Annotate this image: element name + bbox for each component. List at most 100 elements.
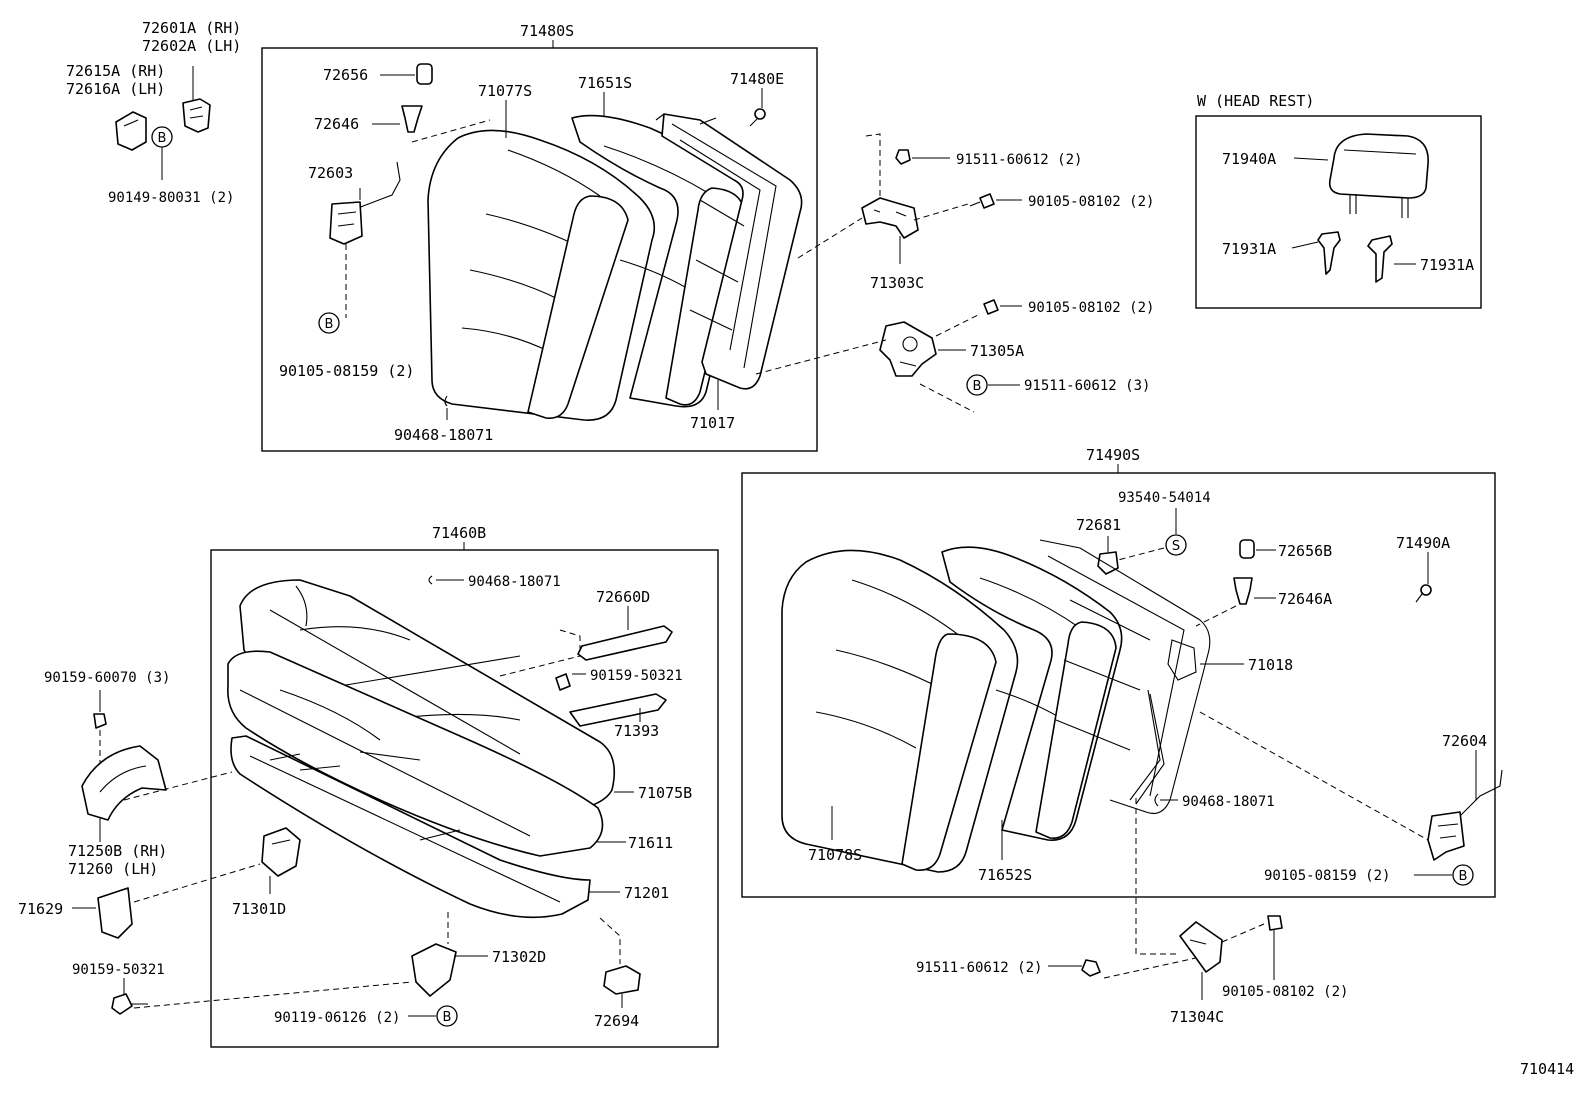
label-71931a-left: 71931A xyxy=(1222,240,1276,258)
clip-90468-b xyxy=(1154,793,1159,807)
bolt-90159-60070 xyxy=(93,713,107,729)
clip-72694 xyxy=(603,965,641,995)
bezel-72646a xyxy=(1233,577,1253,605)
label-71480e: 71480E xyxy=(730,70,784,88)
label-71077s: 71077S xyxy=(478,82,532,100)
bolt-90159-a xyxy=(555,673,571,691)
callout-b-2: B xyxy=(325,317,334,332)
label-90468-c: 90468-18071 xyxy=(468,574,561,590)
label-90159-50321-a: 90159-50321 xyxy=(590,668,683,684)
seatback-frame-71018 xyxy=(1039,539,1211,815)
label-90468-b: 90468-18071 xyxy=(1182,794,1275,810)
knob-72681 xyxy=(1097,551,1119,575)
label-93540: 93540-54014 xyxy=(1118,490,1211,506)
hook-71393 xyxy=(569,693,667,727)
seatback-rh-group-box xyxy=(261,47,818,452)
headrest-support-right xyxy=(1367,235,1393,283)
label-71305a: 71305A xyxy=(970,342,1024,360)
hinge-cover-part xyxy=(182,66,211,133)
label-71393: 71393 xyxy=(614,722,659,740)
label-71017: 71017 xyxy=(690,414,735,432)
label-71304c: 71304C xyxy=(1170,1008,1224,1026)
label-71629: 71629 xyxy=(18,900,63,918)
bolt-90105-b xyxy=(983,299,999,315)
callout-b-3: B xyxy=(973,379,982,394)
label-91511-c: 91511-60612 (2) xyxy=(916,960,1042,976)
label-72660d: 72660D xyxy=(596,588,650,606)
label-71302d: 71302D xyxy=(492,948,546,966)
label-71260: 71260 (LH) xyxy=(68,860,158,878)
group-label-seatback-rh: 71480S xyxy=(520,22,574,40)
headrest-group-box xyxy=(1195,115,1482,309)
label-71201: 71201 xyxy=(624,884,669,902)
callout-s: S xyxy=(1172,539,1180,554)
label-91511-b: 91511-60612 (3) xyxy=(1024,378,1150,394)
label-71651s: 71651S xyxy=(578,74,632,92)
seatback-frame-71017 xyxy=(655,113,803,390)
knob-72656 xyxy=(416,63,433,85)
label-72602a: 72602A (LH) xyxy=(142,37,241,55)
seatback-cover-71077s xyxy=(427,129,656,421)
bolt-90105-a xyxy=(969,193,995,209)
label-71303c: 71303C xyxy=(870,274,924,292)
label-90149-80031: 90149-80031 (2) xyxy=(108,190,234,206)
cover-71629 xyxy=(97,887,133,939)
label-90105-08102-b: 90105-08102 (2) xyxy=(1028,300,1154,316)
label-72656: 72656 xyxy=(323,66,368,84)
clip-90468-c xyxy=(428,575,433,585)
label-90468-a: 90468-18071 xyxy=(394,426,493,444)
bolt-91511-c xyxy=(1081,959,1101,977)
bezel-72646 xyxy=(401,105,423,133)
label-72604: 72604 xyxy=(1442,732,1487,750)
hinge-cover-lh-part xyxy=(115,111,147,151)
label-72646a: 72646A xyxy=(1278,590,1332,608)
group-label-seatback-lh: 71490S xyxy=(1086,446,1140,464)
lock-72604 xyxy=(1427,769,1503,861)
label-90105-08159-b: 90105-08159 (2) xyxy=(1264,868,1390,884)
label-71931a-right: 71931A xyxy=(1420,256,1474,274)
bracket-71305a xyxy=(879,321,937,377)
label-90105-08102-a: 90105-08102 (2) xyxy=(1028,194,1154,210)
cushion-frame-71201 xyxy=(230,735,591,919)
clip-90468-a xyxy=(444,395,448,407)
hook-72660d xyxy=(577,625,673,661)
bracket-71302d xyxy=(411,943,457,997)
callout-b-4: B xyxy=(1459,869,1468,884)
label-71652s: 71652S xyxy=(978,866,1032,884)
screw-71490a xyxy=(1415,584,1432,603)
callout-b-5: B xyxy=(443,1010,452,1025)
lock-72603 xyxy=(329,161,401,245)
label-90105-08159-a: 90105-08159 (2) xyxy=(279,362,414,380)
bracket-71304c xyxy=(1179,921,1223,973)
label-90119: 90119-06126 (2) xyxy=(274,1010,400,1026)
label-72656b: 72656B xyxy=(1278,542,1332,560)
screw-71480e xyxy=(749,108,766,127)
label-72603: 72603 xyxy=(308,164,353,182)
bolt-90159-b xyxy=(111,993,148,1015)
label-90105-08102-c: 90105-08102 (2) xyxy=(1222,984,1348,1000)
label-72646: 72646 xyxy=(314,115,359,133)
bolt-90105-c xyxy=(1267,915,1283,931)
label-72601a: 72601A (RH) xyxy=(142,19,241,37)
label-72616a: 72616A (LH) xyxy=(66,80,165,98)
label-90159-60070: 90159-60070 (3) xyxy=(44,670,170,686)
bracket-71301d xyxy=(261,827,301,877)
cover-71250b xyxy=(81,745,167,821)
callout-b-1: B xyxy=(158,131,167,146)
label-71611: 71611 xyxy=(628,834,673,852)
group-label-headrest: W (HEAD REST) xyxy=(1197,92,1314,110)
diagram-code: 710414 xyxy=(1520,1060,1574,1078)
group-label-cushion: 71460B xyxy=(432,524,486,542)
seatback-pad-71652s xyxy=(941,546,1123,841)
headrest-support-left xyxy=(1317,231,1341,275)
label-72681: 72681 xyxy=(1076,516,1121,534)
label-72694: 72694 xyxy=(594,1012,639,1030)
label-71018: 71018 xyxy=(1248,656,1293,674)
label-71078s: 71078S xyxy=(808,846,862,864)
label-71250b: 71250B (RH) xyxy=(68,842,167,860)
label-72615a: 72615A (RH) xyxy=(66,62,165,80)
label-71301d: 71301D xyxy=(232,900,286,918)
label-71490a: 71490A xyxy=(1396,534,1450,552)
label-90159-50321-b: 90159-50321 xyxy=(72,962,165,978)
